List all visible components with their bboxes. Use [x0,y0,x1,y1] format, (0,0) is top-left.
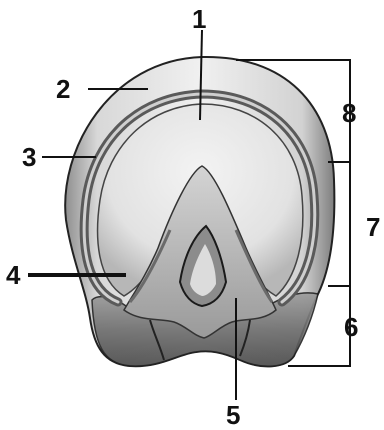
label-6: 6 [344,312,358,342]
label-1: 1 [192,4,206,34]
label-8: 8 [342,98,356,128]
label-5: 5 [226,400,240,430]
label-2: 2 [56,74,70,104]
label-4: 4 [6,260,21,290]
label-3: 3 [22,142,36,172]
label-7: 7 [366,212,380,242]
